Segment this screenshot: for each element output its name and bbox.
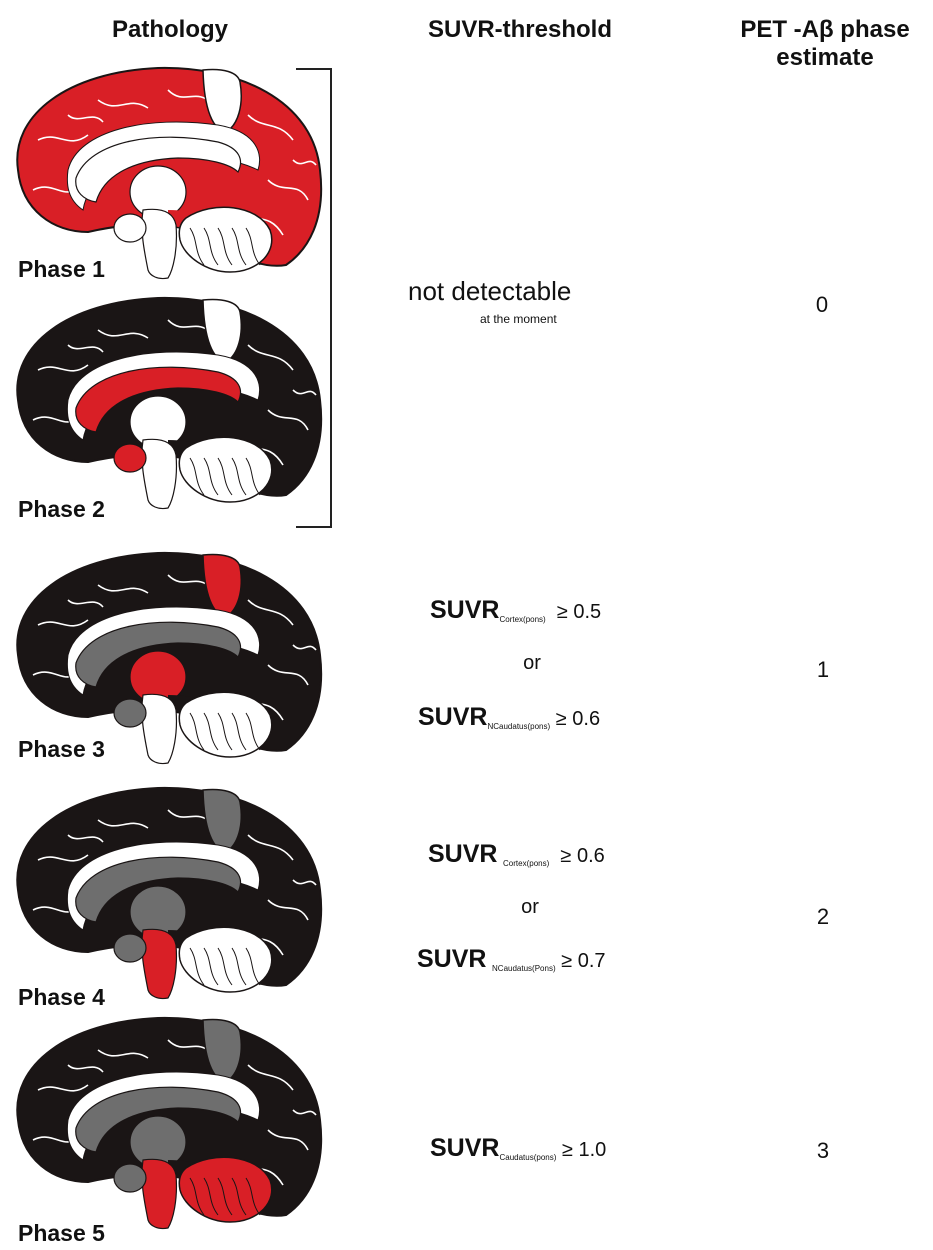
suvr-threshold-header: SUVR-threshold xyxy=(390,16,650,44)
phase-estimate-3: 3 xyxy=(803,1138,843,1164)
brainstem xyxy=(142,694,176,763)
threshold-phase3-caudatus: SUVRNCaudatus(pons) ≥ 0.6 xyxy=(418,703,600,732)
threshold-relation: ≥ 0.7 xyxy=(561,950,605,972)
midbrain xyxy=(114,214,146,242)
brain-phase-5 xyxy=(8,1010,328,1230)
brain-phase-1 xyxy=(8,60,328,280)
pathology-header: Pathology xyxy=(60,16,280,44)
phase-estimate-0: 0 xyxy=(802,292,842,318)
pet-phase-header-line2: estimate xyxy=(720,44,930,72)
threshold-phase4-cortex: SUVR Cortex(pons) ≥ 0.6 xyxy=(428,840,605,869)
brain-phase-2 xyxy=(8,290,328,510)
midbrain xyxy=(114,934,146,962)
suvr-word: SUVR xyxy=(430,596,499,624)
phase-1-2-bracket xyxy=(296,68,332,528)
suvr-word: SUVR xyxy=(430,1134,499,1162)
phase-estimate-2: 2 xyxy=(803,904,843,930)
not-detectable-subtext: at the moment xyxy=(480,312,557,326)
pet-phase-header-line1: PET -Aβ phase xyxy=(720,16,930,44)
suvr-region-subscript: NCaudatus(pons) xyxy=(487,722,550,731)
threshold-relation: ≥ 1.0 xyxy=(562,1139,606,1161)
threshold-relation: ≥ 0.6 xyxy=(556,708,600,730)
brainstem xyxy=(142,209,176,278)
suvr-word: SUVR xyxy=(417,945,486,973)
not-detectable-text: not detectable xyxy=(408,276,571,307)
threshold-relation: ≥ 0.6 xyxy=(560,845,604,867)
phase-2-label: Phase 2 xyxy=(18,496,105,523)
brainstem xyxy=(142,439,176,508)
midbrain xyxy=(114,444,146,472)
suvr-region-subscript: Caudatus(pons) xyxy=(499,1153,556,1162)
threshold-phase4-caudatus: SUVR NCaudatus(Pons) ≥ 0.7 xyxy=(417,945,606,974)
phase-3-label: Phase 3 xyxy=(18,736,105,763)
brain-phase-3 xyxy=(8,545,328,765)
suvr-region-subscript: Cortex(pons) xyxy=(499,615,545,624)
suvr-region-subscript: NCaudatus(Pons) xyxy=(492,964,556,973)
suvr-word: SUVR xyxy=(418,703,487,731)
or-text-phase3: or xyxy=(502,652,562,675)
phase-1-label: Phase 1 xyxy=(18,256,105,283)
phase-estimate-1: 1 xyxy=(803,657,843,683)
brainstem xyxy=(142,1159,176,1228)
midbrain xyxy=(114,1164,146,1192)
brainstem xyxy=(142,929,176,998)
brain-phase-4 xyxy=(8,780,328,1000)
pet-phase-header: PET -Aβ phase estimate xyxy=(720,16,930,72)
midbrain xyxy=(114,699,146,727)
threshold-phase5-caudatus: SUVRCaudatus(pons) ≥ 1.0 xyxy=(430,1134,606,1163)
threshold-phase3-cortex: SUVRCortex(pons) ≥ 0.5 xyxy=(430,596,601,625)
suvr-region-subscript: Cortex(pons) xyxy=(503,859,549,868)
or-text-phase4: or xyxy=(500,896,560,919)
phase-5-label: Phase 5 xyxy=(18,1220,105,1247)
suvr-word: SUVR xyxy=(428,840,497,868)
threshold-relation: ≥ 0.5 xyxy=(557,601,601,623)
phase-4-label: Phase 4 xyxy=(18,984,105,1011)
